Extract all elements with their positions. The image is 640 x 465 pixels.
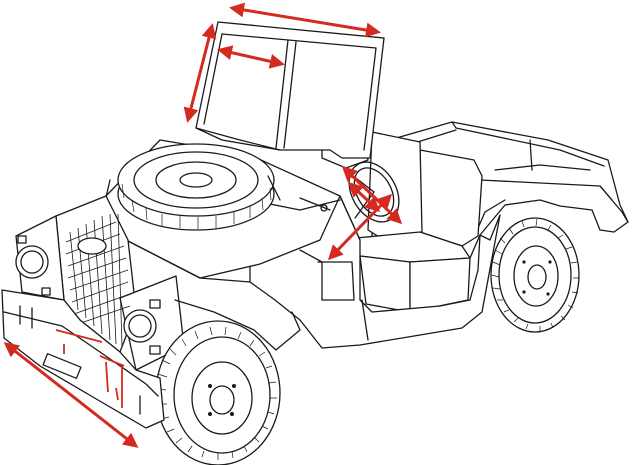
spare-wheel <box>97 143 281 231</box>
rear-wheel <box>490 217 580 333</box>
marker-windscreen-height <box>183 23 217 123</box>
marker-windscreen-pane-width <box>217 45 285 69</box>
marker-front-bumper-width <box>3 342 139 448</box>
marker-front-chassis-mount <box>55 329 125 408</box>
marker-windscreen-width <box>229 2 381 38</box>
marker-dash-to-wheel-distance <box>327 193 393 261</box>
windscreen <box>195 21 385 159</box>
dimension-markers <box>3 2 403 448</box>
